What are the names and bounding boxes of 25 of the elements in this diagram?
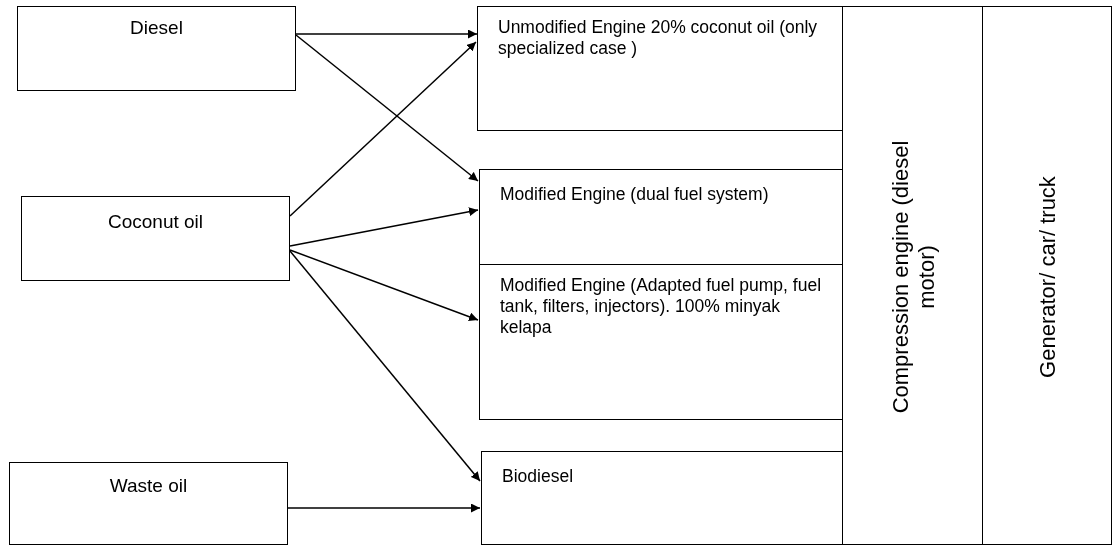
box-label: Diesel xyxy=(129,17,184,40)
process-box xyxy=(481,451,843,545)
box-label: Biodiesel xyxy=(502,466,575,487)
process-box xyxy=(842,6,983,545)
process-box xyxy=(477,6,843,131)
box-label: Modified Engine (dual fuel system) xyxy=(500,184,770,205)
arrow xyxy=(289,41,477,217)
arrow xyxy=(289,249,479,322)
arrow xyxy=(289,250,481,482)
arrow xyxy=(295,29,478,39)
box-label: Generator/ car/ truck xyxy=(1033,174,1061,380)
arrow xyxy=(295,34,479,182)
box-label: Waste oil xyxy=(108,475,189,498)
arrow xyxy=(289,207,479,247)
process-box xyxy=(9,462,288,545)
box-label: Compression engine (diesel motor) xyxy=(886,139,940,415)
box-label: Coconut oil xyxy=(106,211,205,234)
process-box xyxy=(21,196,290,281)
process-box xyxy=(982,6,1112,545)
process-box xyxy=(17,6,296,91)
process-box xyxy=(479,169,843,265)
box-label: Unmodified Engine 20% coconut oil (only specialized case ) xyxy=(498,17,819,59)
box-label: Modified Engine (Adapted fuel pump, fuel tank, filters, injectors). 100% minyak kelapa xyxy=(500,275,823,338)
process-box xyxy=(479,264,843,420)
arrow xyxy=(287,503,481,513)
